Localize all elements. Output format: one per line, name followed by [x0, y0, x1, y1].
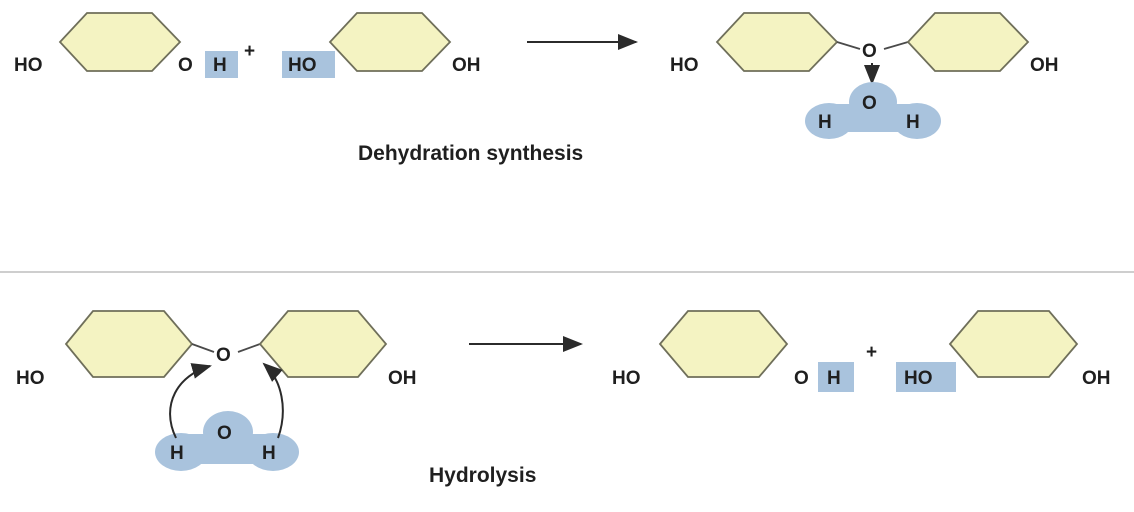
product-1-molecule: HO O H — [612, 310, 854, 392]
water-bridge — [829, 104, 917, 132]
glycosidic-bond — [237, 343, 261, 353]
o-label: O — [794, 368, 809, 389]
bridge-o-label: O — [862, 41, 877, 62]
attack-arrow-right — [262, 362, 284, 439]
oh-label: OH — [388, 368, 417, 389]
h-highlight — [818, 362, 854, 392]
product-disaccharide: HO O OH — [670, 12, 1059, 85]
sugar-ring — [948, 310, 1079, 378]
attack-arrow-left — [169, 363, 212, 439]
sugar-ring — [658, 310, 789, 378]
water-h-label: H — [818, 112, 832, 133]
ho-highlight — [282, 51, 335, 78]
plus-sign: + — [244, 41, 255, 62]
sugar-ring-left — [715, 12, 839, 72]
ho-label: HO — [288, 55, 317, 76]
sugar-ring-left — [64, 310, 194, 378]
sugar-ring — [328, 12, 452, 72]
water-bridge — [181, 434, 273, 464]
hydrolysis-panel: HO O OH H O H HO O H + — [16, 310, 1111, 487]
reactant-2-molecule: HO OH — [282, 12, 481, 78]
water-h-label: H — [906, 112, 920, 133]
glycosidic-bond — [883, 41, 909, 50]
bridge-o-label: O — [216, 345, 231, 366]
sugar-ring-right — [906, 12, 1030, 72]
water-h-label: H — [262, 443, 276, 464]
ho-highlight — [896, 362, 956, 392]
h-label: H — [827, 368, 841, 389]
o-label: O — [178, 55, 193, 76]
plus-sign: + — [866, 342, 877, 363]
ho-label: HO — [14, 55, 43, 76]
glycosidic-bond — [191, 343, 215, 353]
glycosidic-bond — [836, 41, 861, 50]
oh-label: OH — [1030, 55, 1059, 76]
ho-label: HO — [670, 55, 699, 76]
dehydration-panel: HO O H + HO OH HO O OH — [14, 12, 1059, 165]
ho-label: HO — [612, 368, 641, 389]
ho-label: HO — [16, 368, 45, 389]
product-2-molecule: HO OH — [896, 310, 1111, 392]
sugar-ring-right — [258, 310, 388, 378]
water-o-label: O — [862, 93, 877, 114]
water-molecule: H O H — [155, 411, 299, 471]
reactant-disaccharide: HO O OH — [16, 310, 417, 389]
reactant-1-molecule: HO O H — [14, 12, 238, 78]
dehydration-caption: Dehydration synthesis — [358, 142, 583, 165]
water-o-label: O — [217, 423, 232, 444]
h-label: H — [213, 55, 227, 76]
water-molecule: H O H — [805, 82, 941, 139]
h-highlight — [205, 51, 238, 78]
hydrolysis-caption: Hydrolysis — [429, 464, 536, 487]
oh-label: OH — [452, 55, 481, 76]
water-h-label: H — [170, 443, 184, 464]
ho-label: HO — [904, 368, 933, 389]
sugar-ring — [58, 12, 182, 72]
oh-label: OH — [1082, 368, 1111, 389]
